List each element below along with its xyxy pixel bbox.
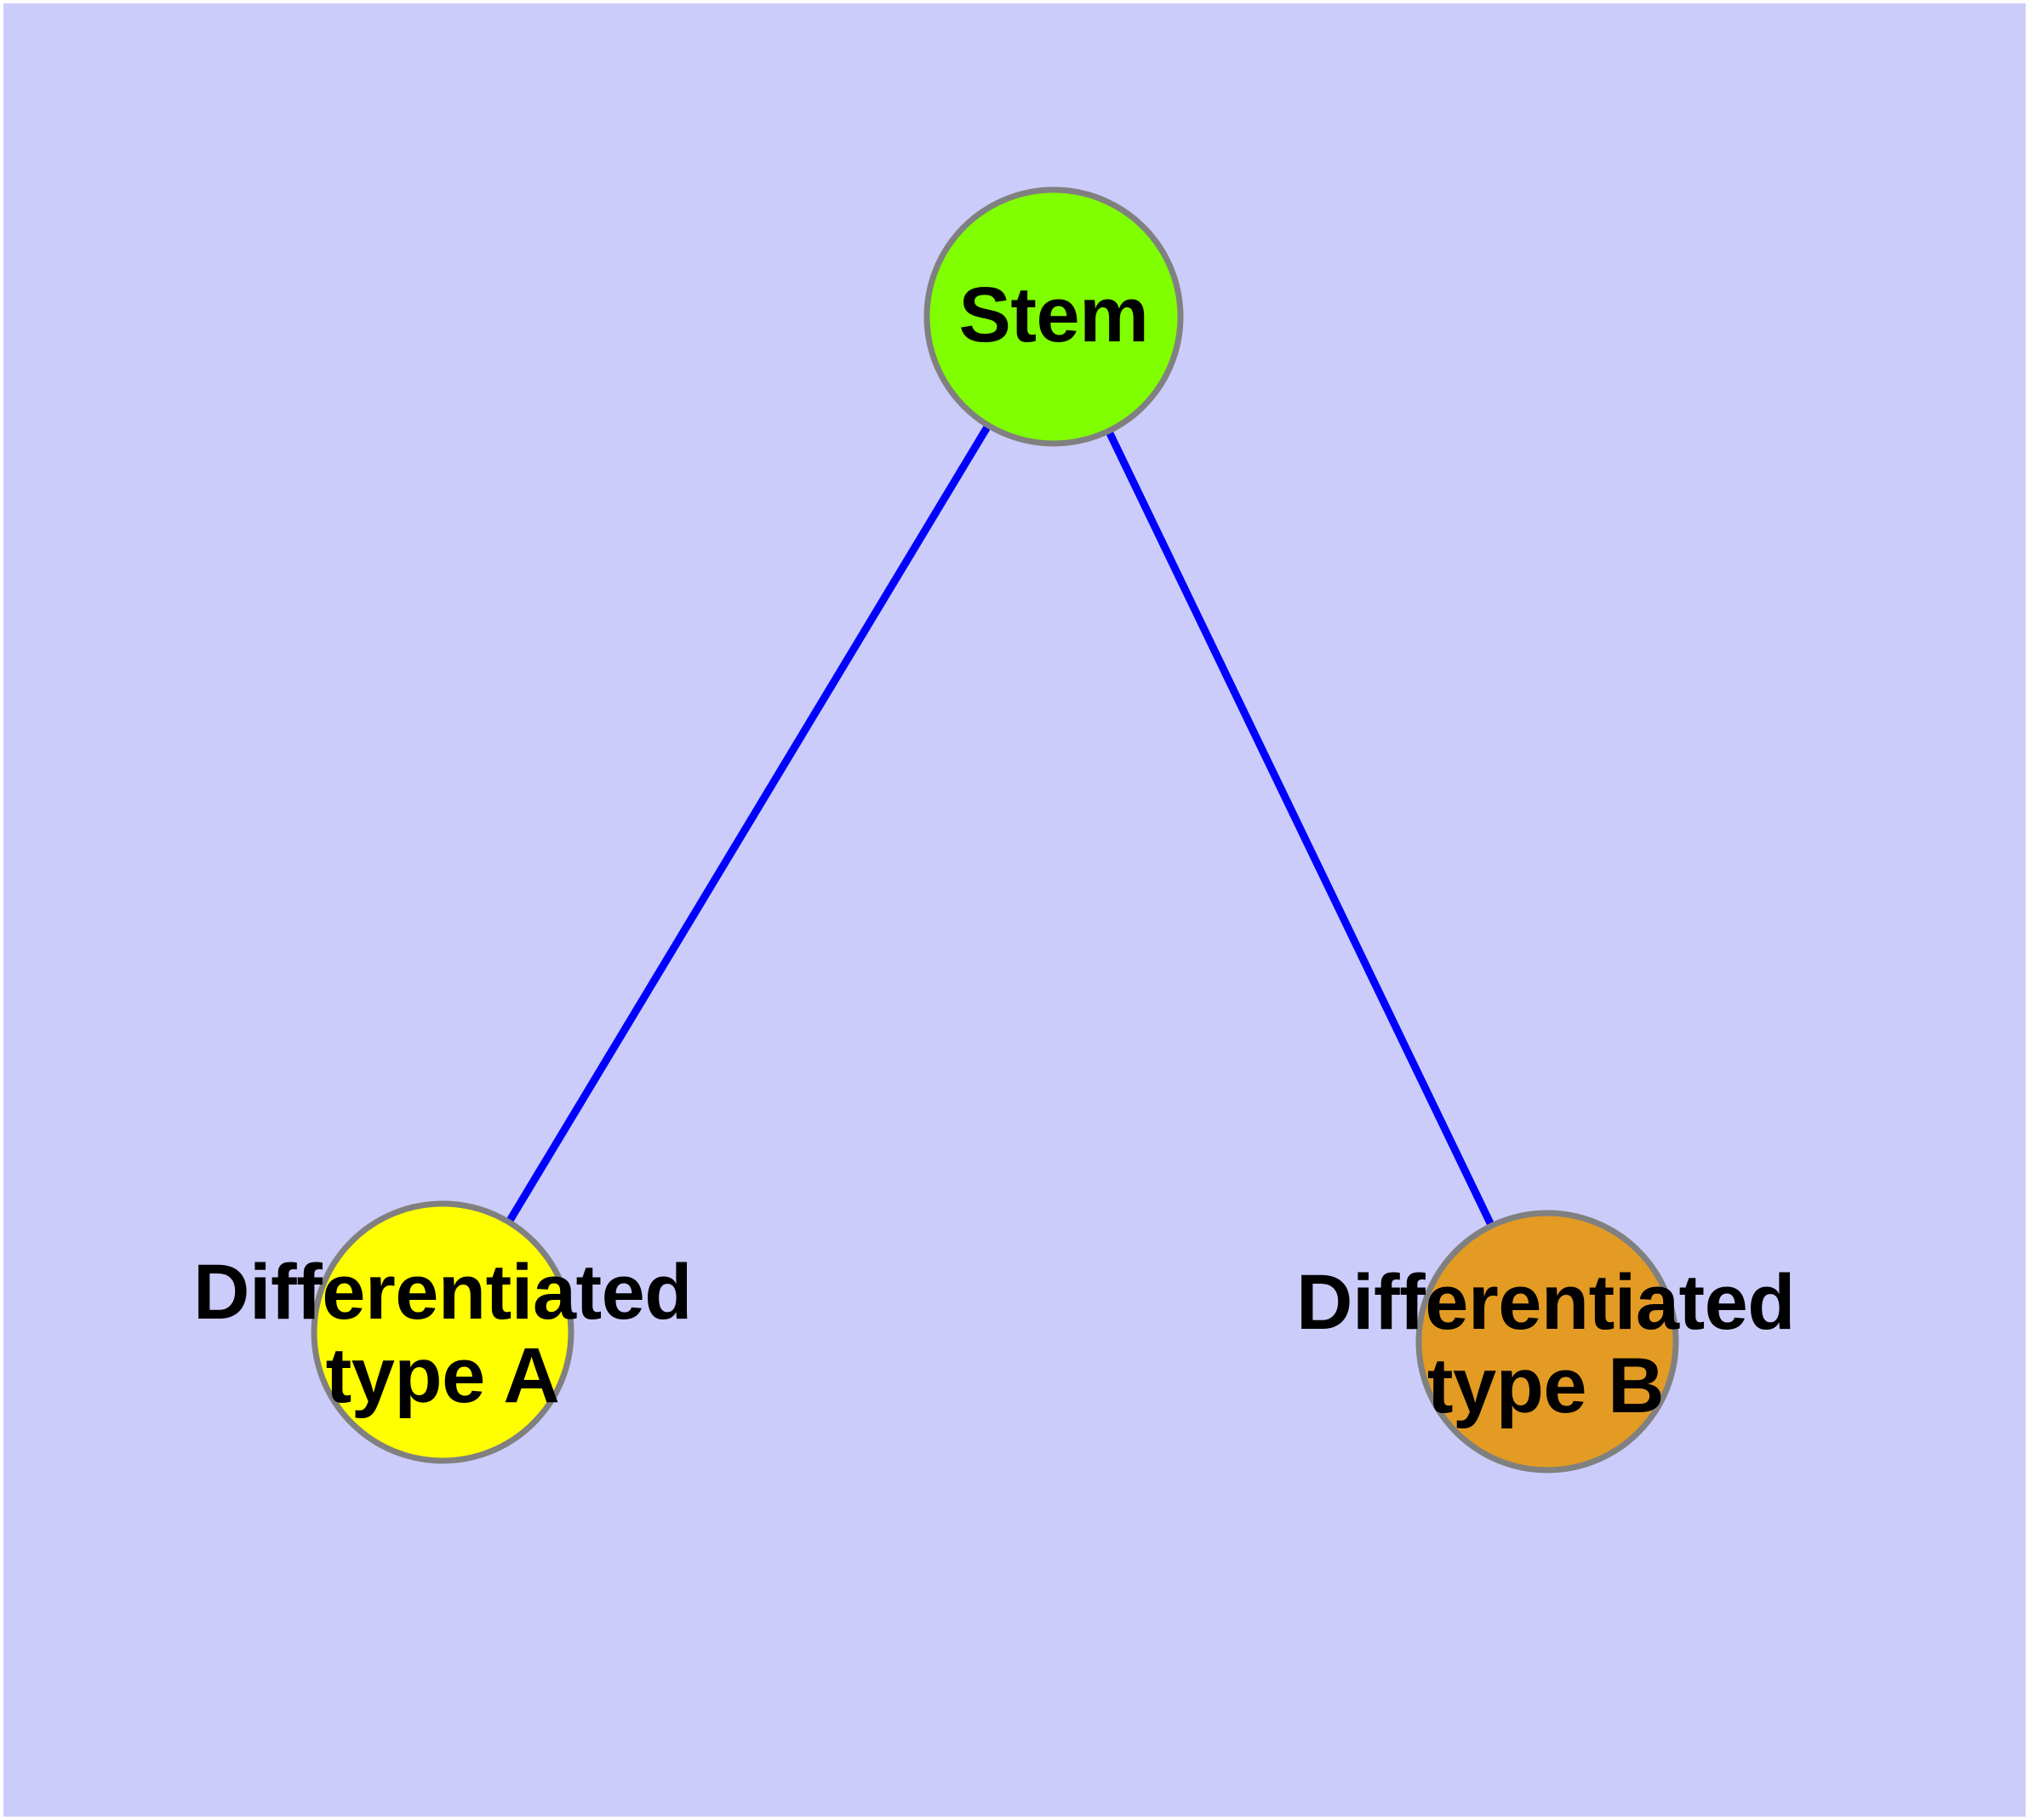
graph-svg — [311, 186, 1679, 1474]
edge-stem-to-type-b[interactable] — [1049, 315, 1495, 1227]
node-type-b-circle[interactable] — [1415, 1210, 1679, 1474]
edge-stem-to-type-a[interactable] — [506, 314, 1057, 1223]
node-type-a-circle[interactable] — [311, 1200, 574, 1464]
edge-layer — [506, 314, 1495, 1227]
node-stem-circle[interactable] — [923, 186, 1184, 447]
node-layer — [311, 186, 1679, 1474]
